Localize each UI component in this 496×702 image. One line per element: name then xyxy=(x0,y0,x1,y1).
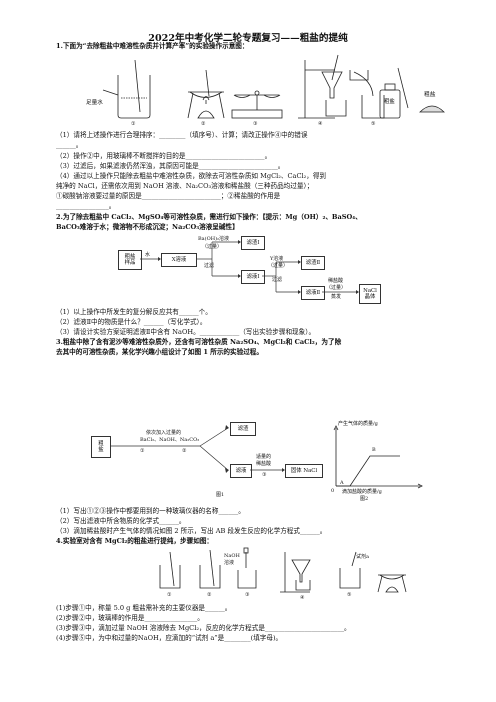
flow-crude-sample: 粗盐 样品 xyxy=(118,250,142,270)
step-num-3: ③ xyxy=(253,121,258,127)
fig2-caption: 图2 xyxy=(360,496,369,502)
label-water: 足量水 xyxy=(86,100,103,106)
step-num-1: ① xyxy=(131,121,136,127)
label-crude-bottle: 粗盐 xyxy=(384,99,395,105)
q4-stem: 4.实验室对含有 MgCl₂的粗盐进行提纯，步骤如图： xyxy=(56,537,214,545)
flow3-crude: 粗 盐 xyxy=(91,436,111,458)
q2-line-1: （1）以上操作中所发生的复分解反应共有______个。 xyxy=(56,308,212,316)
flow3-step-1: ① xyxy=(140,448,145,454)
fig2-point-a: A xyxy=(340,480,344,486)
flow-filter-1: 过滤 xyxy=(204,263,215,269)
salt-pile-icon xyxy=(419,105,445,113)
q4-step-num-3: ③ xyxy=(245,592,250,598)
q4-line-2: (2)步骤②中，玻璃棒的作用是________________。 xyxy=(56,614,204,622)
q3-stem-1: 3.粗盐中除了含有泥沙等难溶性杂质外，还含有可溶性杂质 Na₂SO₄、MgCl₂… xyxy=(56,338,342,346)
flow-residue-1: 滤渣Ⅰ xyxy=(241,236,265,250)
q1-line-3: （2）操作②中，用玻璃棒不断搅拌的目的是____________________… xyxy=(56,152,272,160)
reagent-bottle-icon xyxy=(379,67,409,119)
q1-line-8: ________________。 xyxy=(56,202,116,210)
balance-icon xyxy=(231,90,283,119)
flow3-hcl-2: 稀盐酸 xyxy=(256,461,272,467)
q3-line-1: （1）写出①②③操作中都要用到的一种玻璃仪器的名称______。 xyxy=(56,507,245,515)
q4-label-naoh: NaOH xyxy=(224,553,240,559)
q2-line-2: （2）滤液Ⅱ中的物质是什么？______（写化学式）。 xyxy=(56,318,207,326)
q1-line-2: ______。 xyxy=(56,141,83,149)
q4-line-3: (3)步骤③中，滴加过量 NaOH 溶液除去 MgCl₂，反应的化学方程式是__… xyxy=(56,624,351,632)
q4-step-num-1: ① xyxy=(167,592,172,598)
step-num-2: ② xyxy=(201,121,206,127)
step-num-5: ⑤ xyxy=(371,121,376,127)
evaporating-dish-icon xyxy=(187,69,225,119)
flow3-solid-nacl: 固体 NaCl xyxy=(285,464,323,478)
flow3-filtrate: 滤液 xyxy=(230,464,252,478)
flow-filtrate-2: 滤液Ⅱ xyxy=(301,286,325,300)
q3-line-2: （2）写出滤液中所含物质的化学式______。 xyxy=(56,517,186,525)
label-crude-pile: 粗盐 xyxy=(424,92,436,98)
pouring-beaker-icon xyxy=(349,70,385,119)
flow-y-solution: Y溶液 xyxy=(270,256,284,262)
q1-line-7: ①碳酸钠溶液要过量的原因是________________________；②稀… xyxy=(56,192,281,200)
fig2-point-b: B xyxy=(372,447,376,453)
q3-line-3: （3）滴加稀盐酸时产生气体的情况如图 2 所示，写出 AB 段发生反应的化学方程… xyxy=(56,527,327,535)
flow-filter-2: 过滤 xyxy=(272,277,283,283)
q1-line-5: （4）通过以上操作只能除去粗盐中难溶性杂质，欲除去可溶性杂质如 MgCl₂、Ca… xyxy=(56,172,327,180)
q4-line-1: (1)步骤①中，称量 5.0 g 粗盐需补充的主要仪器是______。 xyxy=(56,604,232,612)
flow3-reagents: 依次加入过量的 xyxy=(146,430,182,436)
flow-dilute-hcl: 稀盐酸 xyxy=(328,278,344,284)
step-num-4: ④ xyxy=(318,121,323,127)
q2-stem-1: 2.为了除去粗盐中 CaCl₂、MgSO₄等可溶性杂质，需进行如下操作：【提示：… xyxy=(56,213,362,221)
page-title: 2022年中考化学二轮专题复习——粗盐的提纯 xyxy=(148,33,348,44)
fig2-xlabel: 滴加盐酸的质量/g xyxy=(342,489,382,495)
q4-label-naoh-2: 溶液 xyxy=(224,560,235,566)
fig1-caption: 图1 xyxy=(216,492,225,498)
flow-evaporate: 蒸发 xyxy=(331,294,342,300)
q1-stem: 1.下面为“去除粗盐中难溶性杂质并计算产率”的实验操作示意图： xyxy=(56,42,249,50)
flow3-hcl: 适量的 xyxy=(256,454,272,460)
beaker-dissolve-icon xyxy=(102,59,151,119)
fig2-origin: 0 xyxy=(331,488,335,494)
q4-line-4: (4)步骤⑤中，为中和过量的NaOH，应滴加的“试剂 a”是________(填… xyxy=(56,634,283,642)
q1-line-4: （3）过滤后，如果滤液仍然浑浊，其原因可能是__________________… xyxy=(56,162,285,170)
flow-water: 水 xyxy=(145,252,151,258)
flow-filtrate-1: 滤液Ⅰ xyxy=(241,270,265,284)
fig2-ylabel: 产生气体的质量/g xyxy=(338,421,378,427)
flow-residue-2: 滤渣Ⅱ xyxy=(301,256,325,270)
flow-baoh2-excess: （过量） xyxy=(202,244,223,250)
flow3-residue: 滤渣 xyxy=(230,422,256,436)
q2-stem-2: BaCO₃难溶于水；微溶物不形成沉淀；Na₂CO₃溶液呈碱性】 xyxy=(56,223,239,231)
flow-hcl-excess: （过量） xyxy=(326,285,347,291)
q1-line-1: （1）请将上述操作进行合理排序：________（填序号）、计算；请改正操作④中… xyxy=(56,131,308,139)
filtration-icon xyxy=(298,54,347,119)
q4-step-num-2: ② xyxy=(207,592,212,598)
q2-line-3: （3）请设计实验方案证明滤液Ⅱ中含有 NaOH。____________（写出实… xyxy=(56,328,316,336)
q1-line-6: 纯净的 NaCl，还需依次用到 NaOH 溶液、Na₂CO₃溶液和稀盐酸（三种药… xyxy=(56,182,314,190)
flow-baoh2: Ba(OH)₂溶液 xyxy=(198,236,230,242)
flow-nacl-crystal: NaCl 晶体 xyxy=(359,284,381,304)
flow-x-solution: X溶液 xyxy=(161,253,197,267)
q4-step-num-4: ④ xyxy=(300,595,305,601)
flow3-reagents-2: BaCl₂、NaOH、Na₂CO₃ xyxy=(140,437,200,443)
flow-y-excess: （过量） xyxy=(268,263,289,269)
q4-step-num-5: ⑤ xyxy=(347,592,352,598)
flow3-step-2: ② xyxy=(182,448,187,454)
q4-label-reagent-a: 试剂a xyxy=(356,554,369,560)
q3-stem-2: 去其中的可溶性杂质，某化学兴趣小组设计了如图 1 所示的实验过程。 xyxy=(56,348,263,356)
q1-apparatus-figure xyxy=(102,54,445,119)
flow3-step-3: ③ xyxy=(262,472,267,478)
